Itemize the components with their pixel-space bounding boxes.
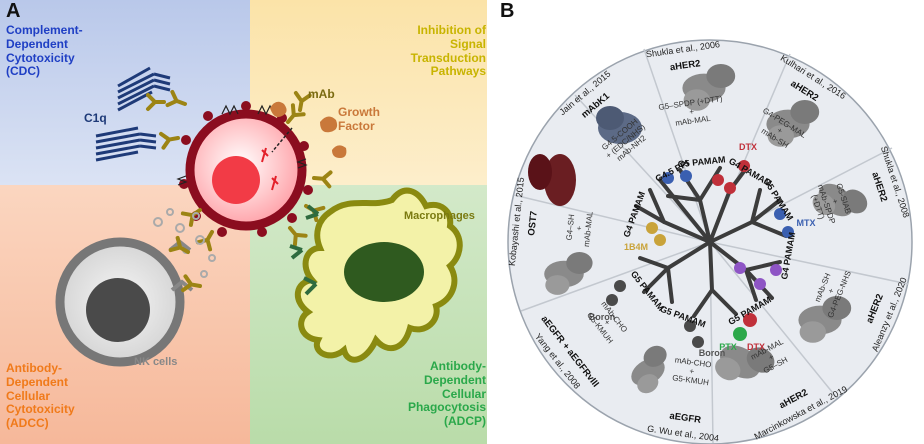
macrophages-label: Macrophages bbox=[404, 210, 475, 222]
segment-target: aHER2 bbox=[669, 58, 701, 73]
segment-target: aEGFR bbox=[669, 411, 702, 426]
segment-chemistry: + bbox=[775, 126, 784, 136]
mab-label: mAb bbox=[308, 87, 335, 101]
segment-chemistry: + bbox=[830, 198, 840, 206]
macrophage-nucleus bbox=[344, 242, 424, 302]
c1q-complex-top bbox=[117, 66, 171, 112]
mabk1-structure bbox=[596, 106, 642, 144]
fc-receptors-macrophage bbox=[289, 204, 320, 296]
signal-label: Inhibition of Signal Transduction Pathwa… bbox=[410, 23, 486, 79]
growth-factor-label: Growth Factor bbox=[338, 105, 380, 133]
segment-chemistry: + bbox=[689, 367, 695, 377]
nk-nucleus bbox=[86, 278, 150, 342]
drug-spheres bbox=[606, 160, 794, 348]
adcp-label: Antibody- Dependent Cellular Phagocytosi… bbox=[407, 359, 486, 429]
tumor-nucleus bbox=[212, 156, 260, 204]
segment-chemistry: + bbox=[826, 287, 836, 295]
drug-label: DTX bbox=[739, 142, 757, 152]
panel-a bbox=[0, 0, 487, 444]
ost7-structure bbox=[528, 154, 576, 206]
drug-label: 1B4M bbox=[624, 242, 648, 252]
nk-cell bbox=[55, 208, 216, 367]
panel-a-letter: A bbox=[6, 0, 21, 22]
c1q-complex-bottom bbox=[95, 126, 157, 162]
cdc-label: Complement- Dependent Cytotoxicity (CDC) bbox=[6, 23, 83, 79]
drug-label: Boron bbox=[699, 348, 726, 358]
segment-chemistry: mAb-MAL bbox=[582, 211, 595, 248]
segment-chemistry: + bbox=[689, 107, 695, 117]
growth-factor-icon bbox=[270, 101, 347, 158]
dendrimer-label: G5 PAMAM bbox=[677, 154, 726, 169]
segment-chemistry: + bbox=[575, 225, 584, 231]
nk-cells-label: NK cells bbox=[134, 356, 178, 368]
drug-label: MTX bbox=[797, 218, 816, 228]
dendrimer-core bbox=[634, 164, 788, 318]
segment-chemistry: G4–SH bbox=[565, 214, 577, 241]
panel-b-letter: B bbox=[500, 0, 515, 22]
antibody-structures bbox=[528, 64, 873, 398]
drug-label: DTX bbox=[747, 342, 765, 352]
segment-chemistry: + bbox=[767, 352, 776, 362]
c1q-label: C1q bbox=[84, 111, 107, 125]
drug-label: PTX bbox=[719, 342, 737, 352]
segment-target: OST7 bbox=[526, 210, 540, 236]
drug-label: Boron bbox=[589, 312, 616, 322]
segment-chemistry: + bbox=[602, 318, 612, 327]
tumor-cell bbox=[176, 101, 313, 237]
adcc-label: Antibody- Dependent Cellular Cytotoxicit… bbox=[6, 361, 75, 431]
